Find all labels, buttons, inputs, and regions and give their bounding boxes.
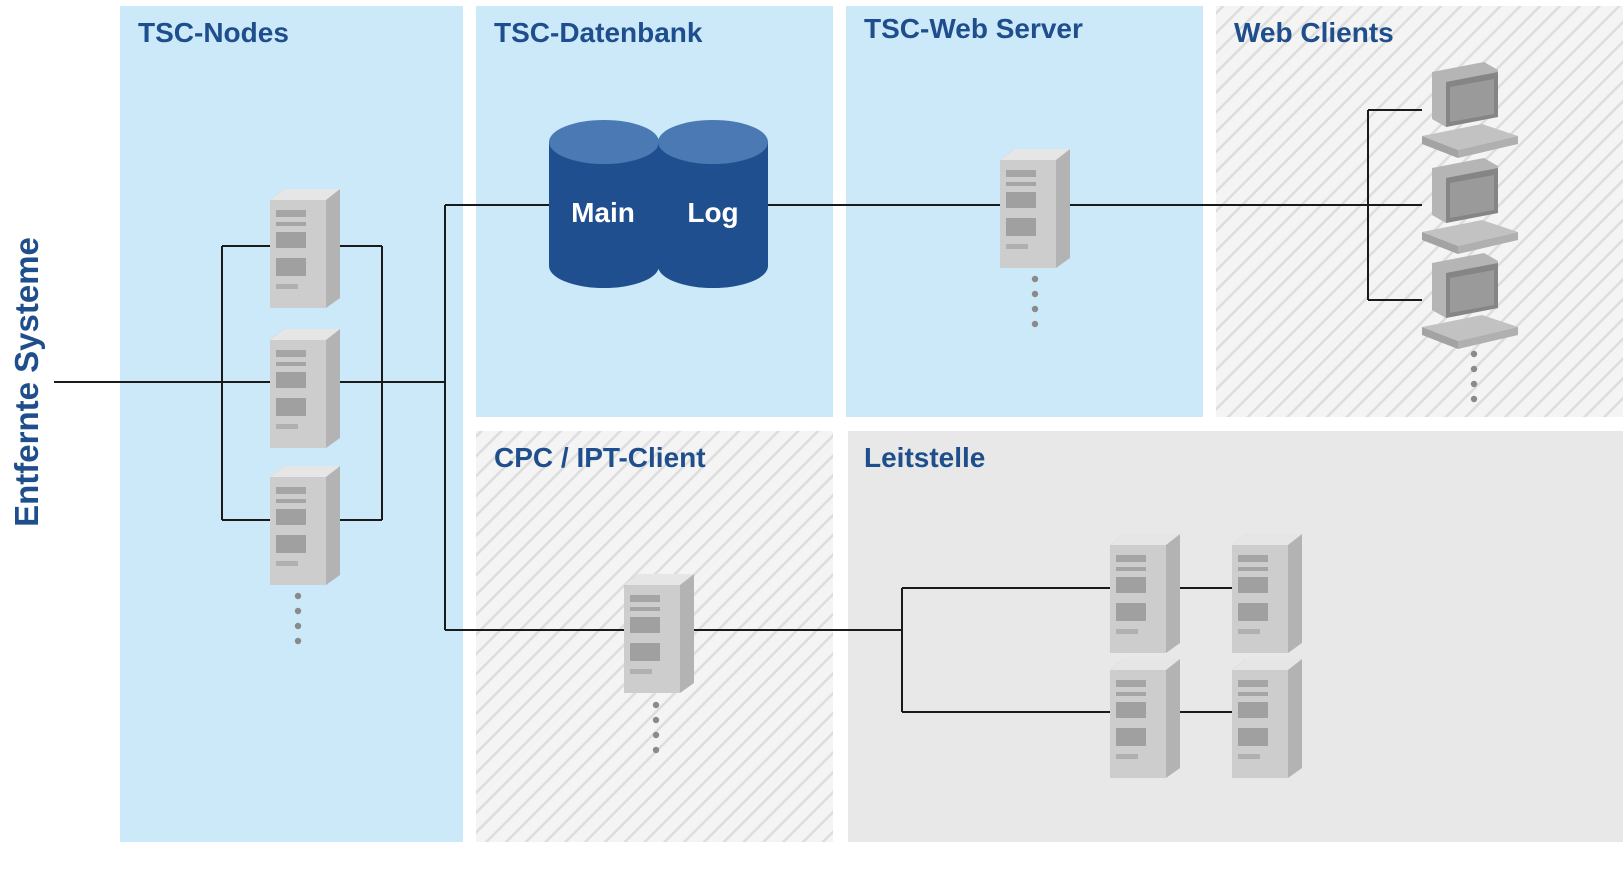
leitstelle-pair-links <box>1180 587 1232 713</box>
zone-title-tsc-web-server: TSC-Web Server <box>864 13 1083 44</box>
connection-lines <box>54 109 1422 713</box>
tsc-node-server-2-icon <box>270 329 340 448</box>
database-main-label: Main <box>571 197 635 228</box>
leitstelle-server-1-icon <box>1110 534 1180 653</box>
zone-web-clients <box>1216 6 1623 417</box>
database-log-label: Log <box>687 197 738 228</box>
zone-title-leitstelle: Leitstelle <box>864 442 985 473</box>
leitstelle-server-2-icon <box>1232 534 1302 653</box>
zone-title-cpc-ipt-client: CPC / IPT-Client <box>494 442 706 473</box>
leitstelle-server-3-icon <box>1110 659 1180 778</box>
side-label-entfernte-systeme: Entfernte Systeme <box>8 237 45 527</box>
leitstelle-server-4-icon <box>1232 659 1302 778</box>
zone-title-web-clients: Web Clients <box>1234 17 1394 48</box>
database-cylinder-icon <box>549 120 768 288</box>
web-server-icon <box>1000 149 1070 268</box>
zone-title-tsc-nodes: TSC-Nodes <box>138 17 289 48</box>
cpc-server-icon <box>624 574 694 693</box>
tsc-node-server-1-icon <box>270 189 340 308</box>
zone-title-tsc-datenbank: TSC-Datenbank <box>494 17 703 48</box>
tsc-node-server-3-icon <box>270 466 340 585</box>
